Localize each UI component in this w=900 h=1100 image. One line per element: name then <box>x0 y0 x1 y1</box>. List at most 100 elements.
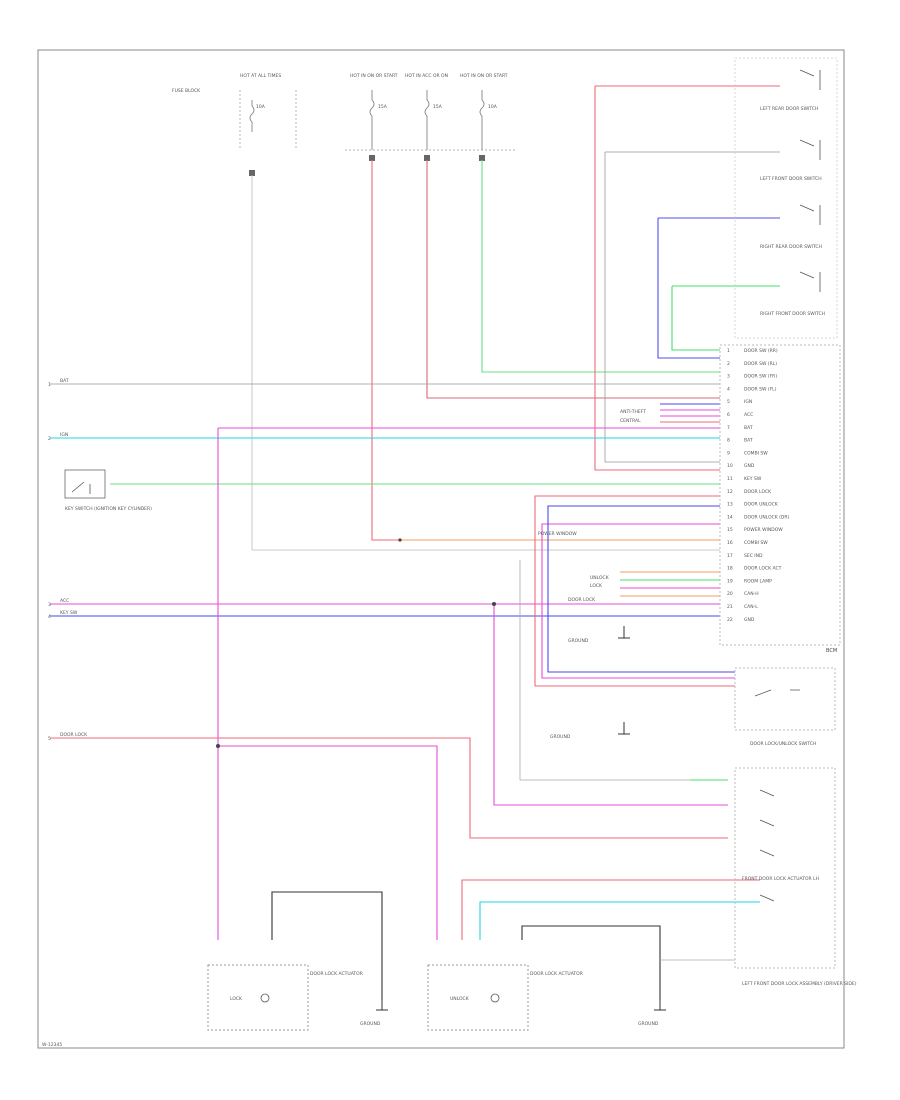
wires <box>50 85 780 1000</box>
bcm-pin-number: 8 <box>727 438 730 444</box>
splice-dots <box>216 538 496 748</box>
wire-gray-switch2 <box>604 151 780 463</box>
fuse-label-1: HOT AT ALL TIMES <box>240 73 281 79</box>
bcm-pin-label: GND <box>744 463 755 469</box>
svg-text:1: 1 <box>48 382 51 388</box>
bcm-pin-label: CAN-H <box>744 591 759 597</box>
actuator-mid-1: LOCK <box>230 996 243 1002</box>
wire-black-1 <box>271 891 383 1000</box>
wire-pink-loop <box>541 523 735 679</box>
ground-label-2: GROUND <box>550 734 571 740</box>
wire-pink-drop <box>493 604 728 806</box>
bcm-pin-label: COMBI SW <box>744 450 768 456</box>
wire-red-lower <box>461 879 760 940</box>
bcm-pin-number: 3 <box>727 374 730 380</box>
fuse-note-3: 15A <box>433 104 443 110</box>
wire-red-loop <box>534 495 735 687</box>
bcm-pin-number: 12 <box>727 489 733 495</box>
actuator-mid-2: UNLOCK <box>450 996 470 1002</box>
left-conn-1: BAT <box>60 378 69 384</box>
wire-blue-loop <box>547 505 735 673</box>
bcm-pin-label: DOOR LOCK <box>744 489 772 495</box>
switch-label-1: LEFT REAR DOOR SWITCH <box>760 106 818 112</box>
bcm-pin-number: 18 <box>727 566 733 572</box>
bcm-pin-label: DOOR SW (FL) <box>744 386 777 392</box>
bcm-pin-number: 7 <box>727 425 730 431</box>
bcm-pin-label: ROOM LAMP <box>744 578 772 584</box>
actuator-label-2: DOOR LOCK ACTUATOR <box>530 971 583 977</box>
fuse-note-block: FUSE BLOCK <box>172 88 201 94</box>
wire-red-top <box>594 85 780 471</box>
bcm-pin-label: DOOR UNLOCK (DR) <box>744 514 790 520</box>
bcm-pin-label: COMBI SW <box>744 540 768 546</box>
wire-gray-lower <box>519 560 728 781</box>
wire-pink-vert <box>217 427 720 940</box>
bcm-pin-number: 11 <box>727 476 733 482</box>
left-conn-5: DOOR LOCK <box>60 732 88 738</box>
bcm-pin-number: 9 <box>727 450 730 456</box>
bcm-pin-number: 6 <box>727 412 730 418</box>
bcm-pin-number: 13 <box>727 502 733 508</box>
mid-label-3: POWER WINDOW <box>538 531 577 537</box>
bcm-pin-number: 14 <box>727 514 733 520</box>
bcm-pin-number: 19 <box>727 578 733 584</box>
wire-black-2 <box>521 925 661 1000</box>
bottom-ground-2: GROUND <box>638 1021 659 1027</box>
mid-label-6: LOCK <box>590 583 603 589</box>
bcm-title: BCM <box>826 648 837 654</box>
left-conn-3: ACC <box>60 598 69 604</box>
actuator-label-1: DOOR LOCK ACTUATOR <box>310 971 363 977</box>
wire-blue-switch3 <box>657 217 780 359</box>
bcm-pin-label: IGN <box>744 399 752 405</box>
diagram-id: W-12345 <box>42 1042 62 1048</box>
wire-gray-left <box>251 175 720 551</box>
bcm-pin-number: 10 <box>727 463 733 469</box>
bcm-pin-label: DOOR UNLOCK <box>744 502 779 508</box>
bottom-actuators: LOCK UNLOCK DOOR LOCK ACTUATOR DOOR LOCK… <box>207 964 666 1031</box>
left-conn-2: IGN <box>60 432 68 438</box>
mid-label-5: UNLOCK <box>590 575 610 581</box>
fuse-label-4: HOT IN ON OR START <box>460 73 508 79</box>
bcm-pin-number: 17 <box>727 553 733 559</box>
left-connectors: BAT IGN ACC KEY SW DOOR LOCK 1 2 3 4 5 <box>48 378 88 742</box>
wire-red-fuse2 <box>426 160 720 399</box>
bcm-pin-number: 21 <box>727 604 733 610</box>
br-label-2: FRONT DOOR LOCK ACTUATOR LH <box>742 876 819 882</box>
wire-cyan-lower <box>479 901 760 940</box>
bcm-pin-label: GND <box>744 617 755 623</box>
switch-label-2: LEFT FRONT DOOR SWITCH <box>760 176 822 182</box>
wire-green-switch4 <box>671 285 780 351</box>
br-label-3: LEFT FRONT DOOR LOCK ASSEMBLY (DRIVER SI… <box>742 981 857 987</box>
svg-text:4: 4 <box>48 614 51 620</box>
left-conn-4: KEY SW <box>60 610 78 616</box>
wire-pink-mid <box>218 745 438 940</box>
mid-grounds: GROUND GROUND <box>550 626 630 740</box>
switch-label-4: RIGHT FRONT DOOR SWITCH <box>760 311 825 317</box>
bottom-ground-1: GROUND <box>360 1021 381 1027</box>
mid-label-4: DOOR LOCK <box>568 597 596 603</box>
br-label-1: DOOR LOCK/UNLOCK SWITCH <box>750 741 816 747</box>
bcm-pin-number: 2 <box>727 361 730 367</box>
fuse-note-2: 15A <box>378 104 388 110</box>
fuse-area: HOT AT ALL TIMES HOT IN ON OR START HOT … <box>172 73 515 176</box>
bcm-pin-label: KEY SW <box>744 476 762 482</box>
fuse-label-3: HOT IN ACC OR ON <box>405 73 448 79</box>
bcm-pin-label: DOOR SW (RL) <box>744 361 777 367</box>
fuse-note-1: 10A <box>256 104 266 110</box>
svg-text:2: 2 <box>48 436 51 442</box>
bcm-pin-label: DOOR LOCK ACT <box>744 566 782 572</box>
bcm-pin-label: DOOR SW (RR) <box>744 348 778 354</box>
bcm-pin-label: BAT <box>744 438 753 444</box>
bcm-pin-label: BAT <box>744 425 753 431</box>
bcm-pin-label: DOOR SW (FR) <box>744 374 777 380</box>
bcm-pin-label: CAN-L <box>744 604 758 610</box>
ground-label-1: GROUND <box>568 638 589 644</box>
bcm-pin-number: 20 <box>727 591 733 597</box>
bcm-pin-number: 15 <box>727 527 733 533</box>
bcm-pin-number: 5 <box>727 399 730 405</box>
svg-text:5: 5 <box>48 736 51 742</box>
bcm-pin-number: 22 <box>727 617 733 623</box>
key-switch: KEY SWITCH (IGNITION KEY CYLINDER) <box>64 469 152 512</box>
fuse-note-4: 10A <box>488 104 498 110</box>
bcm-pin-label: POWER WINDOW <box>744 527 783 533</box>
